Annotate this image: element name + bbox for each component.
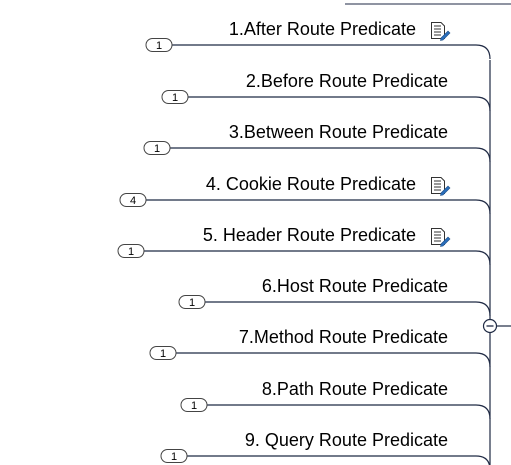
count-badge[interactable]: 1 [160,449,188,464]
count-badge[interactable]: 1 [145,38,173,53]
count-badge[interactable]: 1 [161,90,189,105]
topic-label: 2.Before Route Predicate [246,71,448,91]
topic-connector [207,404,491,420]
count-badge-text: 1 [160,348,166,360]
count-badge-outline [180,398,208,412]
pencil-icon [440,30,451,41]
count-badge[interactable]: 1 [180,398,208,413]
topic-connector [144,250,491,266]
count-badge-outline [117,244,145,258]
topic-label: 1.After Route Predicate [229,19,416,39]
pencil-icon [440,236,451,247]
count-badge-text: 1 [172,92,178,104]
topic-node[interactable]: 1 3.Between Route Predicate [143,122,491,163]
topic-node[interactable]: 1 6.Host Route Predicate [178,276,491,317]
note-icon[interactable] [431,228,451,247]
count-badge-outline [161,90,189,104]
topic-label: 6.Host Route Predicate [262,276,448,296]
count-badge-text: 1 [156,40,162,52]
topic-node[interactable]: 1 7.Method Route Predicate [149,327,491,368]
topic-label: 7.Method Route Predicate [239,327,448,347]
topic-connector [172,44,491,60]
count-badge-outline [143,141,171,155]
count-badge[interactable]: 1 [178,295,206,310]
count-badge-outline [160,449,188,463]
collapse-toggle[interactable] [482,318,498,334]
topic-connector [187,455,491,465]
topic-connector [170,147,491,163]
topic-node[interactable]: 1 5. Header Route Predicate [117,225,491,266]
branch-group: 1 1.After Route Predicate 1 2.Before Route … [117,19,491,465]
topic-label: 9. Query Route Predicate [245,430,448,450]
topic-node[interactable]: 1 8.Path Route Predicate [180,379,491,420]
topic-label: 4. Cookie Route Predicate [206,174,416,194]
topic-label: 3.Between Route Predicate [229,122,448,142]
topic-connector [205,301,491,317]
count-badge[interactable]: 4 [119,193,147,208]
count-badge-outline [178,295,206,309]
note-icon[interactable] [431,177,451,196]
topic-connector [176,352,491,368]
count-badge-text: 1 [189,297,195,309]
topic-node[interactable]: 1 1.After Route Predicate [145,19,491,60]
count-badge-text: 4 [130,195,136,207]
count-badge-text: 1 [171,451,177,463]
topic-connector [188,96,491,112]
count-badge-outline [145,38,173,52]
count-badge-text: 1 [128,246,134,258]
topic-node[interactable]: 1 9. Query Route Predicate [160,430,491,465]
count-badge[interactable]: 1 [117,244,145,259]
count-badge-text: 1 [154,143,160,155]
pencil-icon [440,185,451,196]
topic-node[interactable]: 1 2.Before Route Predicate [161,71,491,112]
count-badge[interactable]: 1 [149,346,177,361]
note-icon[interactable] [431,22,451,41]
topic-node[interactable]: 4 4. Cookie Route Predicate [119,174,491,215]
count-badge-outline [119,193,147,207]
count-badge-text: 1 [191,400,197,412]
topic-label: 5. Header Route Predicate [203,225,416,245]
topic-label: 8.Path Route Predicate [262,379,448,399]
count-badge-outline [149,346,177,360]
topic-connector [146,199,491,215]
count-badge[interactable]: 1 [143,141,171,156]
